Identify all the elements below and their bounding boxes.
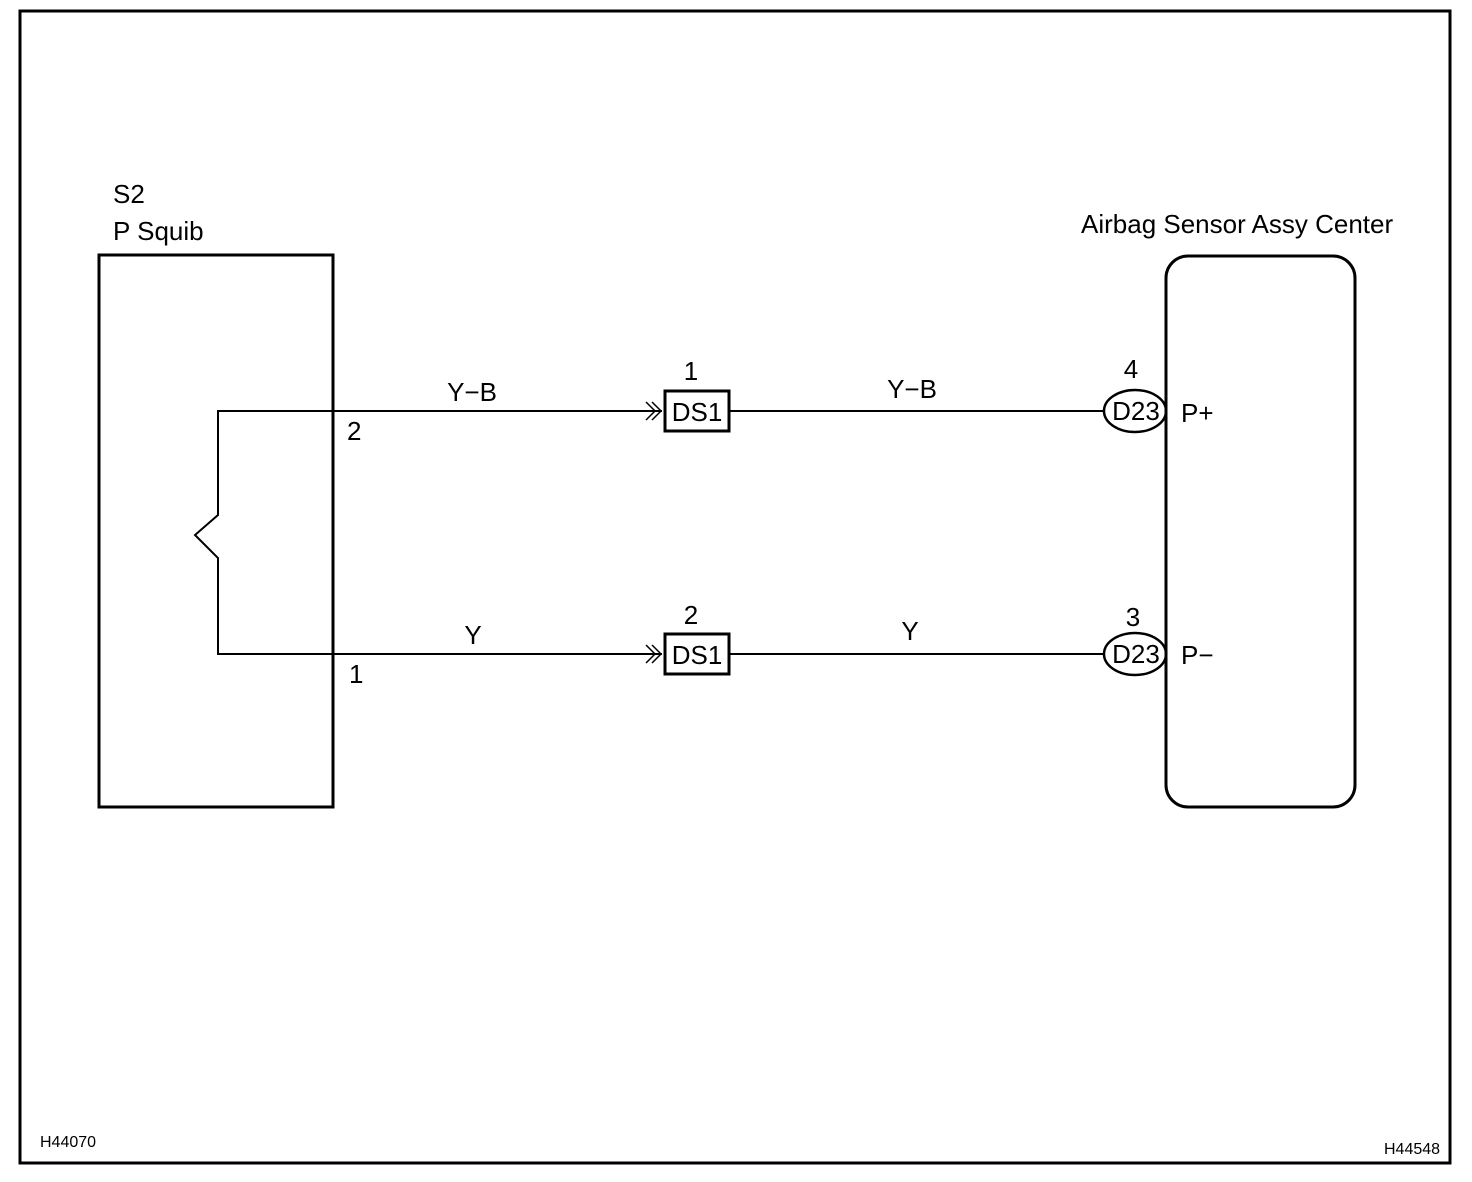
junction-connector-box bbox=[663, 632, 731, 676]
junction-pin-label: 2 bbox=[684, 600, 698, 630]
squib-pin-bottom: 1 bbox=[349, 659, 363, 689]
diagram-frame bbox=[18, 9, 1452, 1165]
junction-connector-label: DS1 bbox=[672, 397, 723, 427]
squib-code: S2 bbox=[113, 179, 145, 209]
connector-pin-label: 4 bbox=[1124, 354, 1138, 384]
squib-name: P Squib bbox=[113, 216, 204, 246]
connector-pin-label: 3 bbox=[1126, 602, 1140, 632]
sensor-connector-label: D23 bbox=[1112, 396, 1160, 426]
junction-connector-box bbox=[663, 389, 731, 433]
terminal-label: P+ bbox=[1181, 398, 1214, 428]
junction-pin-label: 1 bbox=[684, 356, 698, 386]
terminal-label: P− bbox=[1181, 640, 1214, 670]
squib-box bbox=[97, 253, 335, 809]
connector-arrow-icon bbox=[645, 644, 657, 664]
wire-color-label: Y bbox=[464, 620, 481, 650]
squib-element-symbol bbox=[193, 410, 333, 655]
figure-code-right: H44548 bbox=[1384, 1141, 1440, 1158]
connector-arrow-icon bbox=[645, 401, 657, 421]
sensor-name: Airbag Sensor Assy Center bbox=[1081, 209, 1393, 239]
connector-arrow-icon bbox=[651, 401, 663, 421]
sensor-box bbox=[1164, 254, 1357, 809]
sensor-connector-label: D23 bbox=[1112, 639, 1160, 669]
connector-arrow-icon bbox=[651, 644, 663, 664]
wire-color-label: Y bbox=[901, 616, 918, 646]
wire-color-label: Y−B bbox=[447, 377, 497, 407]
wire-color-label: Y−B bbox=[887, 374, 937, 404]
figure-code-left: H44070 bbox=[40, 1134, 96, 1151]
junction-connector-label: DS1 bbox=[672, 640, 723, 670]
squib-pin-top: 2 bbox=[347, 416, 361, 446]
